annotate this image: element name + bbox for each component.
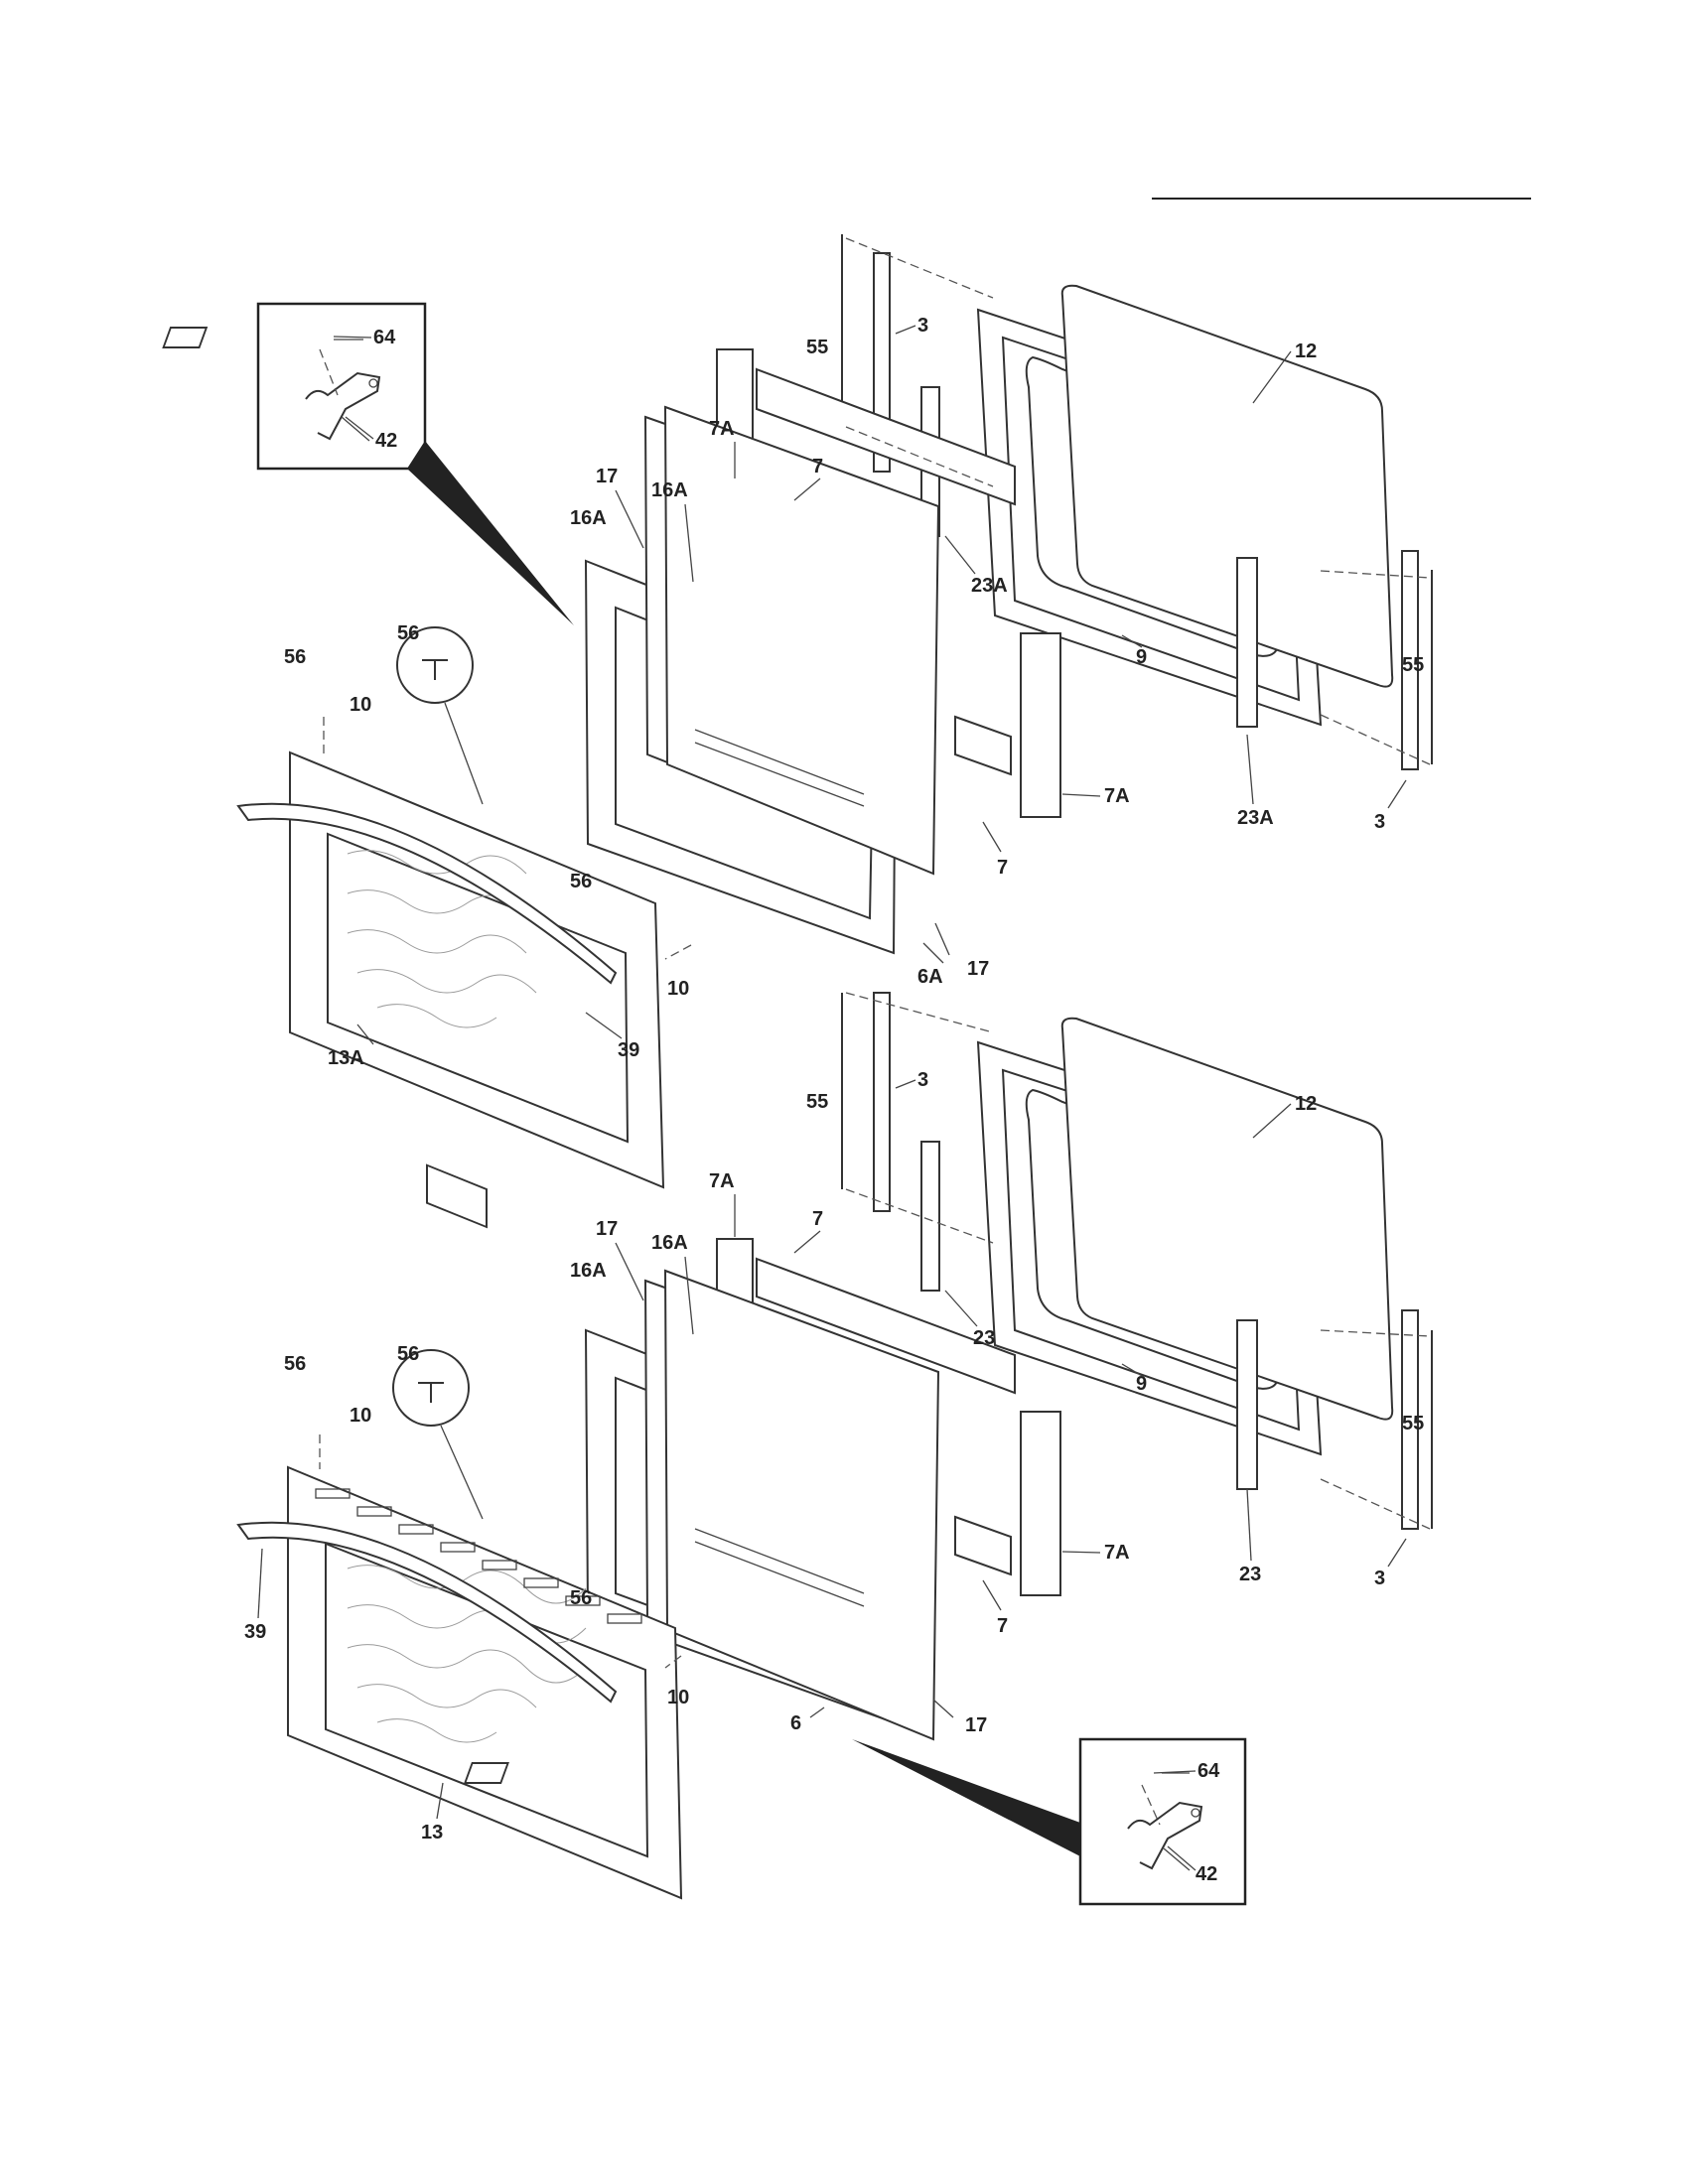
callout-42: 42 bbox=[1196, 1863, 1217, 1885]
door-handle-bottom bbox=[236, 1521, 618, 1704]
callout-7: 7 bbox=[997, 857, 1008, 879]
callout-16a: 16A bbox=[570, 507, 607, 529]
callout-56: 56 bbox=[570, 871, 592, 892]
side-trim-bottom-right bbox=[1401, 1309, 1419, 1530]
detail-pointer-top bbox=[407, 441, 574, 625]
callout-12: 12 bbox=[1295, 341, 1317, 362]
callout-16a: 16A bbox=[651, 1232, 688, 1254]
callout-55: 55 bbox=[1402, 654, 1424, 676]
callout-7a: 7A bbox=[709, 1170, 735, 1192]
callout-23a: 23A bbox=[1237, 807, 1274, 829]
callout-13: 13 bbox=[421, 1822, 443, 1843]
dashed-leaders-top bbox=[323, 237, 1431, 960]
callout-7: 7 bbox=[812, 1208, 823, 1230]
screw-detail-bottom bbox=[392, 1349, 484, 1520]
callout-55: 55 bbox=[806, 1091, 828, 1113]
callout-64: 64 bbox=[1197, 1760, 1220, 1782]
insulation-bottom bbox=[716, 1238, 1061, 1596]
callout-39: 39 bbox=[244, 1621, 266, 1643]
callout-56: 56 bbox=[397, 1343, 419, 1365]
callout-6: 6 bbox=[790, 1712, 801, 1734]
callout-leaders bbox=[257, 325, 1407, 1871]
callout-17: 17 bbox=[596, 466, 618, 487]
callout-56: 56 bbox=[397, 622, 419, 644]
detail-box-top bbox=[162, 302, 574, 625]
callout-10: 10 bbox=[667, 1687, 689, 1708]
side-trim-top-right bbox=[1401, 550, 1419, 770]
callout-9: 9 bbox=[1136, 646, 1147, 668]
callout-7a: 7A bbox=[709, 418, 735, 440]
inner-frame-top bbox=[584, 405, 940, 955]
callout-55: 55 bbox=[806, 337, 828, 358]
callout-55: 55 bbox=[1402, 1413, 1424, 1434]
hinge-top-right bbox=[1236, 557, 1258, 728]
screw-detail-top bbox=[396, 626, 484, 805]
callout-3: 3 bbox=[1374, 1568, 1385, 1589]
side-trim-bottom-left bbox=[873, 992, 891, 1212]
callout-3: 3 bbox=[1374, 811, 1385, 833]
callout-6a: 6A bbox=[917, 966, 943, 988]
callout-9: 9 bbox=[1136, 1373, 1147, 1395]
callout-7: 7 bbox=[812, 456, 823, 478]
callout-labels: 64 42 55 3 12 7A 7 17 16A 16A 23A 9 55 5… bbox=[244, 315, 1424, 1885]
callout-3: 3 bbox=[917, 1069, 928, 1091]
hinge-bottom-right bbox=[1236, 1319, 1258, 1490]
callout-7a: 7A bbox=[1104, 1542, 1130, 1564]
detail-pointer-bottom bbox=[852, 1739, 1080, 1856]
door-gasket-top bbox=[1060, 284, 1394, 688]
callout-3: 3 bbox=[917, 315, 928, 337]
callout-16a: 16A bbox=[570, 1260, 607, 1282]
callout-39: 39 bbox=[618, 1039, 639, 1061]
callout-10: 10 bbox=[350, 1405, 371, 1427]
callout-56: 56 bbox=[570, 1587, 592, 1609]
callout-12: 12 bbox=[1295, 1093, 1317, 1115]
callout-10: 10 bbox=[667, 978, 689, 1000]
callout-17: 17 bbox=[596, 1218, 618, 1240]
detail-box-bottom bbox=[463, 1737, 1247, 1906]
callout-64: 64 bbox=[373, 327, 396, 348]
callout-17: 17 bbox=[965, 1714, 987, 1736]
callout-23: 23 bbox=[1239, 1564, 1261, 1585]
callout-56: 56 bbox=[284, 646, 306, 668]
callout-7: 7 bbox=[997, 1615, 1008, 1637]
callout-23a: 23A bbox=[971, 575, 1008, 597]
callout-42: 42 bbox=[375, 430, 397, 452]
callout-17: 17 bbox=[967, 958, 989, 980]
callout-13a: 13A bbox=[328, 1047, 364, 1069]
door-gasket-bottom bbox=[1060, 1017, 1394, 1421]
door-handle-top bbox=[236, 802, 618, 985]
outer-door-bottom bbox=[236, 1465, 683, 1900]
callout-56: 56 bbox=[284, 1353, 306, 1375]
callout-10: 10 bbox=[350, 694, 371, 716]
hinge-bottom-left bbox=[920, 1141, 940, 1292]
dashed-leaders-bottom bbox=[319, 992, 1431, 1669]
callout-16a: 16A bbox=[651, 479, 688, 501]
callout-7a: 7A bbox=[1104, 785, 1130, 807]
outer-door-top bbox=[236, 751, 665, 1229]
callout-23: 23 bbox=[973, 1327, 995, 1349]
